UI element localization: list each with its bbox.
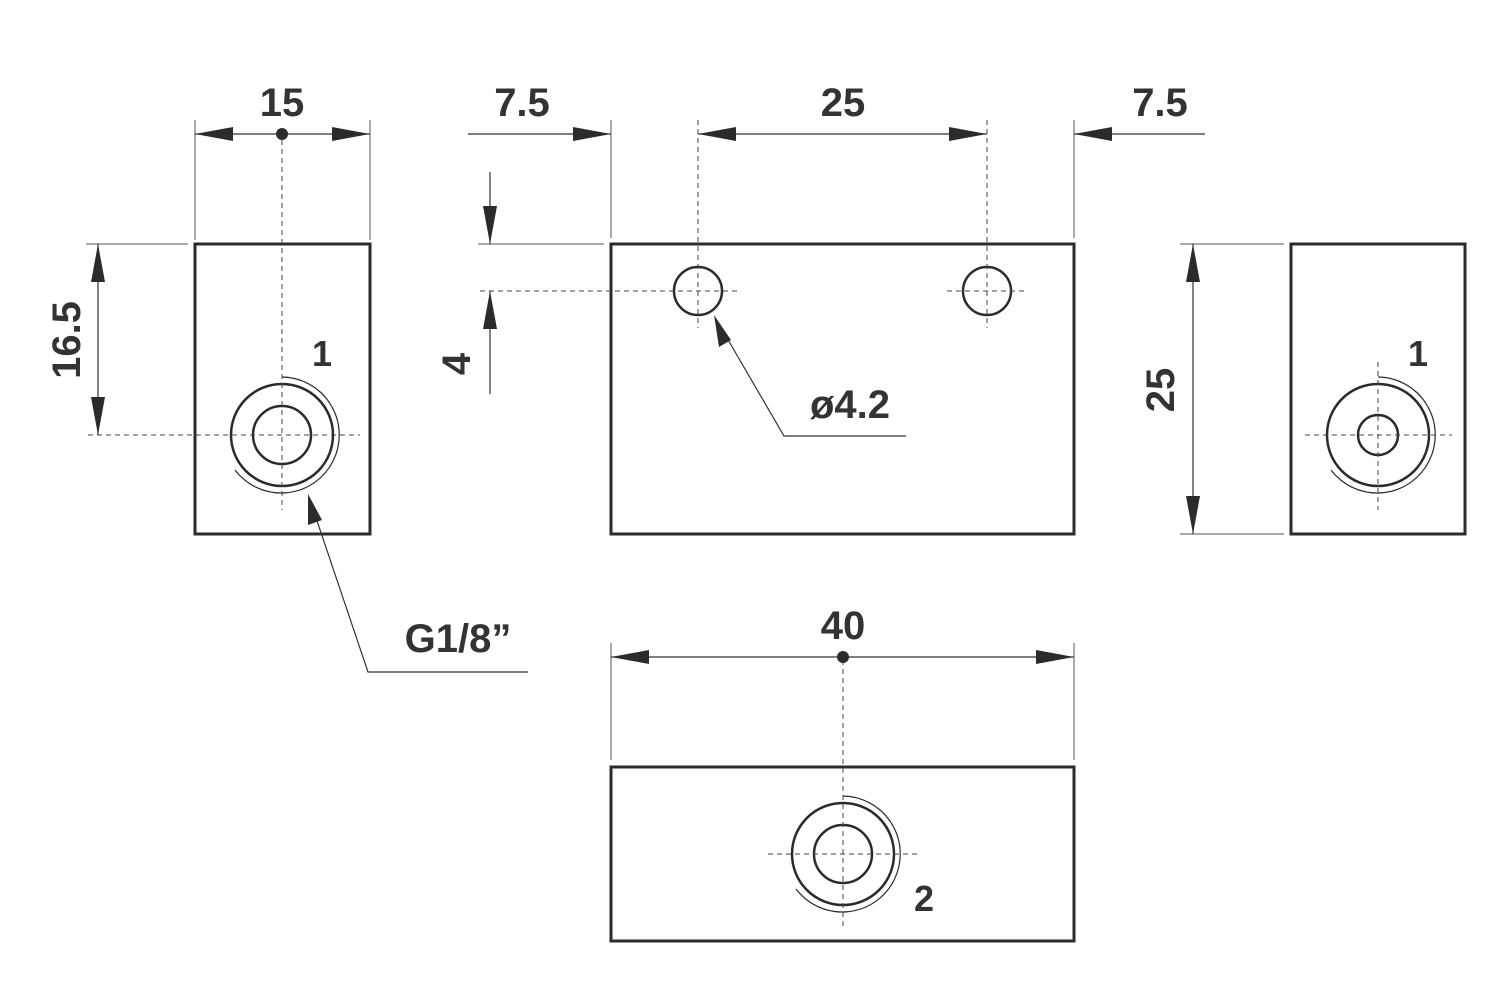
hole-offset-label: 4 [435,352,479,375]
left-height-label: 16.5 [45,301,89,379]
bottom-width-center-dot [837,651,849,663]
hole-diameter-leader-line [719,325,906,437]
hole-offset-arrow-top [483,206,497,244]
margin-left-arrow [573,127,611,141]
bottom-width-label: 40 [821,604,866,648]
thread-leader-line [311,505,528,673]
margin-right-label: 7.5 [1132,81,1188,125]
right-port-number: 1 [1408,333,1428,374]
hole-spacing-label: 25 [821,81,866,125]
front-view: 7.5 25 7.5 4 ø4.2 [435,81,1205,536]
hole-diameter-leader-arrow [714,315,731,347]
bottom-port-number: 2 [914,878,934,919]
left-height-arrow-bottom [91,397,105,435]
margin-left-label: 7.5 [494,81,550,125]
left-height-arrow-top [91,244,105,282]
left-port-thread-arc [234,376,340,494]
left-width-arrow-left [195,127,233,141]
margin-right-arrow [1074,127,1112,141]
left-view: 15 16.5 1 G1/8” [45,81,528,673]
right-port-thread-arc [1330,376,1436,494]
hole-spacing-arrow-left [698,127,736,141]
thread-callout-label: G1/8” [405,617,512,661]
front-block-outline [609,242,1076,536]
bottom-view: 40 2 [609,604,1076,943]
bottom-width-arrow-left [611,650,649,664]
left-width-label: 15 [260,81,305,125]
left-width-center-dot [276,128,288,140]
hole-offset-arrow-bottom [483,291,497,329]
thread-leader-arrow [308,494,322,525]
left-port-number: 1 [312,333,332,374]
left-width-arrow-right [332,127,370,141]
right-block-outline [1289,242,1467,536]
bottom-width-arrow-right [1036,650,1074,664]
right-height-arrow-bottom [1186,496,1200,534]
right-height-arrow-top [1186,244,1200,282]
bottom-port-thread-arc [795,795,901,913]
bottom-block-outline [609,765,1076,943]
hole-spacing-arrow-right [949,127,987,141]
right-height-label: 25 [1139,368,1183,413]
right-view: 25 1 [1139,242,1467,536]
hole-diameter-label: ø4.2 [810,383,890,427]
